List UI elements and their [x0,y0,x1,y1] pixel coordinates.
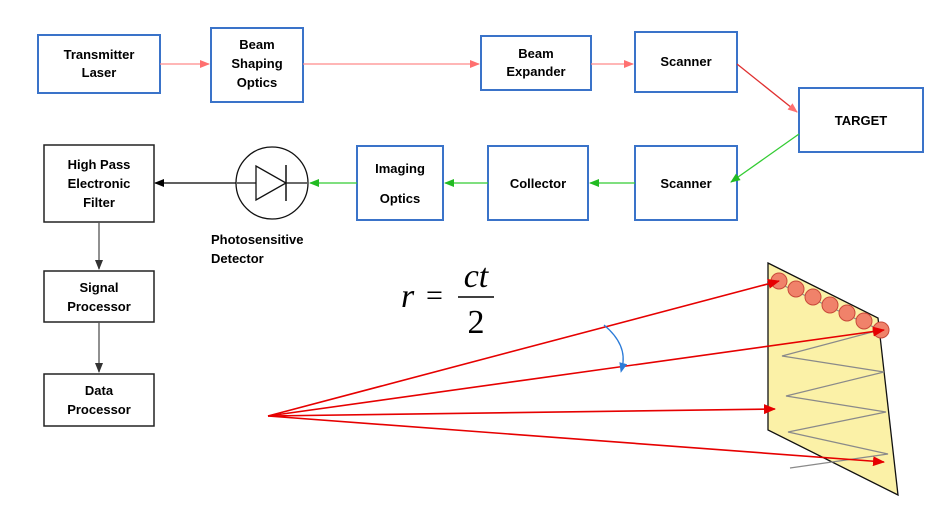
return-arrow-target-to-scanner [730,133,800,183]
detector-label-line2: Detector [211,251,264,266]
scan-ray-1 [267,278,780,417]
scanner-bottom-label: Scanner [660,176,711,191]
detector-label-line1: Photosensitive [211,232,303,247]
scan-angle-arc-icon [603,324,628,373]
block-beam-shaping-optics: Beam Shaping Optics [210,27,304,103]
data-processor-line1: Data [85,383,114,398]
block-high-pass-filter: High Pass Electronic Filter [43,144,155,223]
block-collector: Collector [487,145,589,221]
equation-equals: = [426,279,443,312]
transmitter-laser-line1: Transmitter [64,47,135,62]
scan-zigzag-path [777,282,889,469]
scan-ray-4 [267,415,885,467]
block-signal-processor: Signal Processor [43,270,155,323]
signal-processor-line1: Signal [79,280,118,295]
beam-expander-line2: Expander [506,64,565,79]
beam-expander-line1: Beam [518,46,553,61]
collector-label: Collector [510,176,566,191]
block-transmitter-laser: Transmitter Laser [37,34,161,94]
range-equation: r = ct 2 [401,258,494,341]
scan-ray-3 [267,404,776,417]
photodiode-icon [235,146,309,220]
imaging-optics-line1: Imaging [375,161,425,176]
equation-lhs: r [401,278,415,315]
scanner-top-label: Scanner [660,54,711,69]
beam-shaping-optics-line2: Shaping [231,56,282,71]
block-imaging-optics: Imaging Optics [356,145,444,221]
beam-shaping-optics-line1: Beam [239,37,274,52]
scan-ray-2 [267,326,885,417]
block-data-processor: Data Processor [43,373,155,427]
high-pass-filter-line3: Filter [83,195,115,210]
signal-processor-line2: Processor [67,299,131,314]
block-scanner-bottom: Scanner [634,145,738,221]
block-scanner-top: Scanner [634,31,738,93]
scan-rays [267,278,885,467]
high-pass-filter-line2: Electronic [68,176,131,191]
block-target: TARGET [798,87,924,153]
imaging-optics-line2: Optics [380,191,420,206]
block-beam-expander: Beam Expander [480,35,592,91]
equation-denominator: 2 [468,304,485,341]
high-pass-filter-line1: High Pass [68,157,131,172]
beam-shaping-optics-line3: Optics [237,75,277,90]
equation-numerator: ct [464,258,490,295]
beam-arrow-scanner-to-target [736,63,798,113]
target-label: TARGET [835,113,888,128]
transmitter-laser-line2: Laser [82,65,117,80]
data-processor-line2: Processor [67,402,131,417]
